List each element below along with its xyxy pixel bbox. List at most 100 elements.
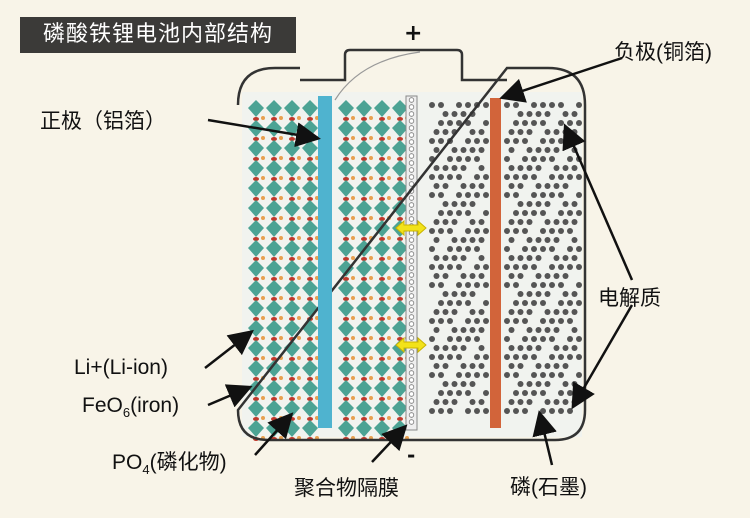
separator-pore (408, 111, 415, 117)
li-ion (307, 417, 313, 421)
graphite-atom (522, 138, 528, 144)
graphite-atom (442, 381, 449, 387)
li-ion (361, 217, 367, 221)
graphite-atom (544, 273, 551, 279)
graphite-atom (438, 192, 444, 198)
po4-group (351, 276, 355, 280)
graphite-atom (508, 255, 515, 261)
graphite-atom (442, 129, 449, 135)
li-ion (307, 217, 313, 221)
graphite-atom (517, 399, 524, 405)
po4-group (387, 356, 391, 360)
battery-interior (242, 92, 582, 441)
graphite-atom (540, 372, 546, 378)
graphite-atom (531, 210, 537, 216)
li-ion (361, 357, 367, 361)
graphite-atom (558, 102, 564, 108)
feo6-octahedron (356, 100, 372, 117)
graphite-atom (558, 372, 564, 378)
po4-group (351, 416, 355, 420)
graphite-atom (522, 408, 528, 414)
graphite-atom (553, 165, 560, 171)
graphite-atom (429, 372, 435, 378)
graphite-atom (504, 318, 510, 324)
graphite-atom (504, 174, 510, 180)
po4-group (279, 256, 283, 260)
po4-group (297, 356, 301, 360)
feo6-octahedron (266, 240, 282, 257)
li-ion (379, 297, 385, 301)
graphite-atom (562, 399, 569, 405)
graphite-atom (544, 129, 551, 135)
li-ion (343, 357, 349, 361)
li-ion (343, 257, 349, 261)
graphite-atom (522, 336, 528, 342)
li-ion (253, 297, 259, 301)
graphite-atom (508, 399, 515, 405)
graphite-atom (562, 381, 569, 387)
graphite-atom (558, 174, 564, 180)
graphite-atom (483, 300, 489, 306)
po4-group (369, 296, 373, 300)
aluminum-foil-collector (318, 96, 332, 428)
graphite-atom (438, 174, 444, 180)
graphite-atom (460, 273, 467, 279)
graphite-atom (540, 138, 546, 144)
graphite-atom (442, 201, 449, 207)
feo6-octahedron (266, 280, 282, 297)
graphite-atom (567, 336, 573, 342)
graphite-atom (508, 273, 515, 279)
graphite-atom (456, 120, 462, 126)
li-ion (307, 397, 313, 401)
graphite-atom (447, 174, 453, 180)
graphite-atom (549, 354, 555, 360)
graphite-atom (535, 345, 542, 351)
graphite-atom (553, 345, 560, 351)
label-electrolyte: 电解质 (598, 287, 661, 310)
feo6-octahedron (392, 400, 408, 417)
po4-group (279, 416, 283, 420)
graphite-atom (460, 147, 467, 153)
graphite-atom (549, 246, 555, 252)
separator-pore (408, 286, 415, 292)
graphite-atom (442, 255, 449, 261)
graphite-atom (526, 111, 533, 117)
separator-pore (408, 251, 415, 257)
feo6-octahedron (302, 160, 318, 177)
separator-pore (408, 237, 415, 243)
feo6-octahedron (374, 140, 390, 157)
po4-group (261, 196, 265, 200)
separator-pore (408, 118, 415, 124)
graphite-atom (535, 237, 542, 243)
feo6-octahedron (374, 260, 390, 277)
feo6-octahedron (374, 400, 390, 417)
li-ion (271, 277, 277, 281)
li-ion (397, 277, 403, 281)
graphite-atom (508, 309, 515, 315)
feo6-octahedron (266, 100, 282, 117)
graphite-atom (442, 399, 449, 405)
li-ion (397, 297, 403, 301)
li-ion (307, 357, 313, 361)
li-ion (307, 277, 313, 281)
feo6-octahedron (266, 300, 282, 317)
arrow-anode-foil (499, 56, 623, 103)
negative-terminal-sign: - (407, 443, 415, 467)
graphite-atom (447, 354, 453, 360)
po4-group (351, 396, 355, 400)
feo6-octahedron (356, 320, 372, 337)
feo6-description: (iron) (130, 394, 180, 417)
li-ion (307, 197, 313, 201)
graphite-atom (447, 390, 453, 396)
feo6-octahedron (248, 260, 264, 277)
li-ion (379, 337, 385, 341)
graphite-atom (553, 399, 560, 405)
graphite-atom (478, 309, 485, 315)
li-ion (307, 297, 313, 301)
graphite-atom (483, 408, 489, 414)
graphite-atom (553, 147, 560, 153)
graphite-atom (451, 147, 458, 153)
graphite-atom (526, 291, 533, 297)
li-ion (379, 277, 385, 281)
graphite-atom (562, 219, 569, 225)
